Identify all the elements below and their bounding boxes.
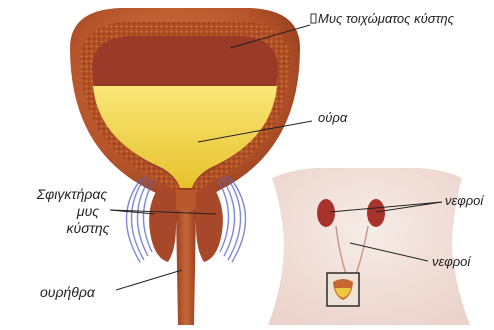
label-sphincter: Σφιγκτήρας μυς κύστης: [22, 186, 122, 237]
torso-silhouette: [268, 168, 470, 325]
label-sphincter-line1: Σφιγκτήρας: [22, 186, 122, 203]
label-kidneys-top: νεφροί: [445, 193, 483, 208]
label-kidneys-bottom: νεφροί: [432, 254, 470, 269]
label-bladder-wall: Μυς τοιχώματος κύστης: [318, 11, 454, 26]
kidney-left-shape: [317, 199, 335, 227]
urethra: [176, 210, 196, 325]
sphincter-right-lobe: [196, 185, 223, 262]
bladder-wall-marker: [311, 14, 316, 23]
label-sphincter-line2: μυς: [22, 203, 122, 220]
leader-urethra: [116, 270, 182, 290]
label-urine: ούρα: [318, 110, 347, 125]
label-urethra: ουρήθρα: [40, 285, 95, 300]
kidney-right-shape: [367, 199, 385, 227]
sphincter-left-lobe: [149, 185, 176, 262]
torso-figure: [268, 168, 470, 325]
label-sphincter-line3: κύστης: [22, 220, 122, 237]
urine: [93, 86, 277, 188]
